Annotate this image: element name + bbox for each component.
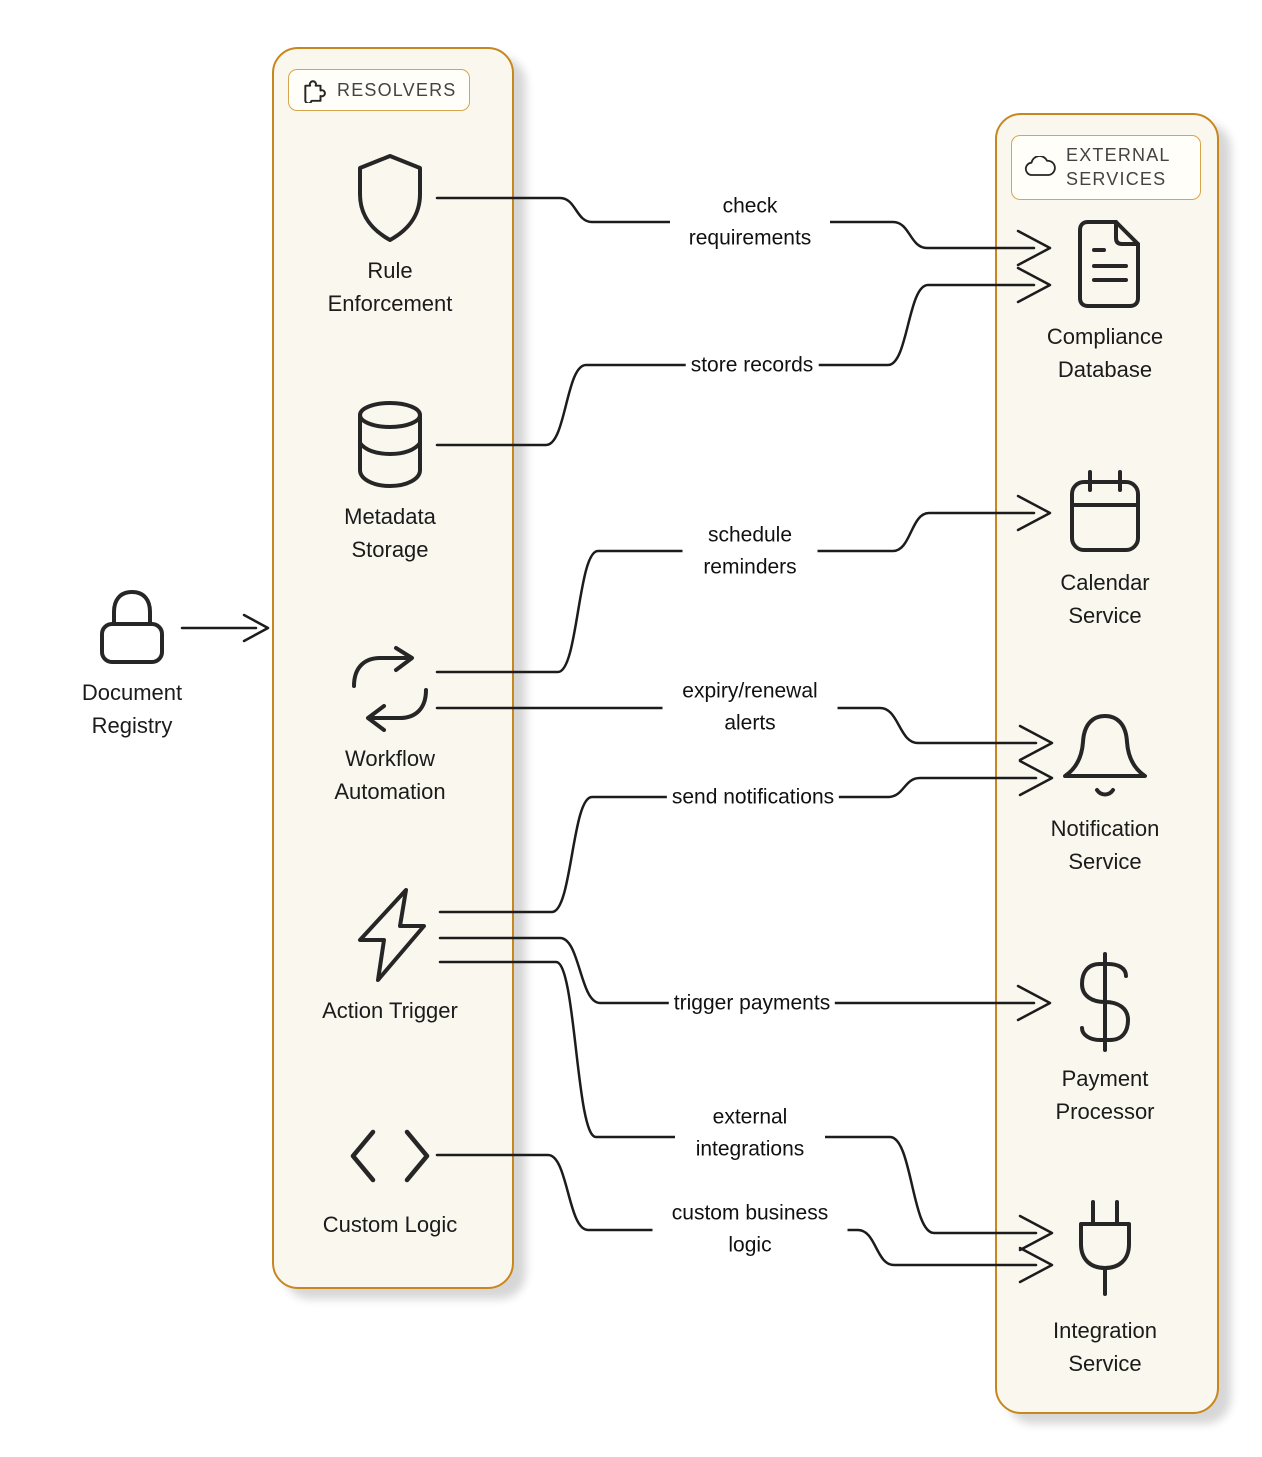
node-notification-service: Notification Service xyxy=(1015,710,1195,878)
edge-label-store-records: store records xyxy=(685,347,819,383)
node-action-trigger: Action Trigger xyxy=(300,886,480,1027)
edge-label-send-notifications: send notifications xyxy=(666,779,840,815)
edge-label-expiry-renewal-alerts: expiry/renewal alerts xyxy=(662,673,838,741)
shield-icon xyxy=(358,154,422,242)
external-services-group-badge: EXTERNAL SERVICES xyxy=(1011,135,1201,200)
node-label: Calendar Service xyxy=(1060,570,1150,628)
node-label: Integration Service xyxy=(1053,1318,1157,1376)
node-label: Document Registry xyxy=(81,680,183,738)
node-label: Payment Processor xyxy=(1055,1066,1155,1124)
node-label: Workflow Automation xyxy=(334,746,446,804)
puzzle-icon xyxy=(304,80,326,103)
edge-label-custom-business-logic: custom business logic xyxy=(652,1195,848,1263)
dollar-icon xyxy=(1080,952,1130,1052)
document-icon xyxy=(1078,220,1140,308)
node-label: Notification Service xyxy=(1050,816,1160,874)
node-label: Rule Enforcement xyxy=(327,258,453,316)
cloud-icon xyxy=(1024,156,1056,177)
bell-icon xyxy=(1063,714,1147,797)
node-workflow-automation: Workflow Automation xyxy=(300,644,480,808)
node-label: Custom Logic xyxy=(322,1212,458,1237)
database-icon xyxy=(358,401,422,488)
code-brackets-icon xyxy=(350,1129,430,1183)
node-calendar-service: Calendar Service xyxy=(1015,468,1195,632)
node-metadata-storage: Metadata Storage xyxy=(300,398,480,566)
sync-arrows-icon xyxy=(352,646,428,732)
node-document-registry: Document Registry xyxy=(42,588,222,742)
node-rule-enforcement: Rule Enforcement xyxy=(300,152,480,320)
lock-icon xyxy=(100,590,164,664)
edge-label-schedule-reminders: schedule reminders xyxy=(682,517,818,585)
node-label: Compliance Database xyxy=(1046,324,1164,382)
node-integration-service: Integration Service xyxy=(1015,1200,1195,1380)
edge-label-check-requirements: check requirements xyxy=(670,188,830,256)
resolvers-group-title: RESOLVERS xyxy=(337,79,457,100)
plug-icon xyxy=(1079,1200,1131,1296)
external-services-group-title: EXTERNAL SERVICES xyxy=(1066,145,1170,190)
arrowhead xyxy=(242,613,270,643)
calendar-icon xyxy=(1070,470,1140,552)
node-compliance-database: Compliance Database xyxy=(1015,218,1195,386)
node-label: Metadata Storage xyxy=(344,504,436,562)
lightning-icon xyxy=(358,888,426,982)
edge-label-trigger-payments: trigger payments xyxy=(668,985,836,1021)
node-custom-logic: Custom Logic xyxy=(300,1128,480,1241)
node-payment-processor: Payment Processor xyxy=(1015,952,1195,1128)
node-label: Action Trigger xyxy=(322,998,458,1023)
resolvers-group-badge: RESOLVERS xyxy=(288,69,470,111)
edge-label-external-integrations: external integrations xyxy=(675,1099,825,1167)
